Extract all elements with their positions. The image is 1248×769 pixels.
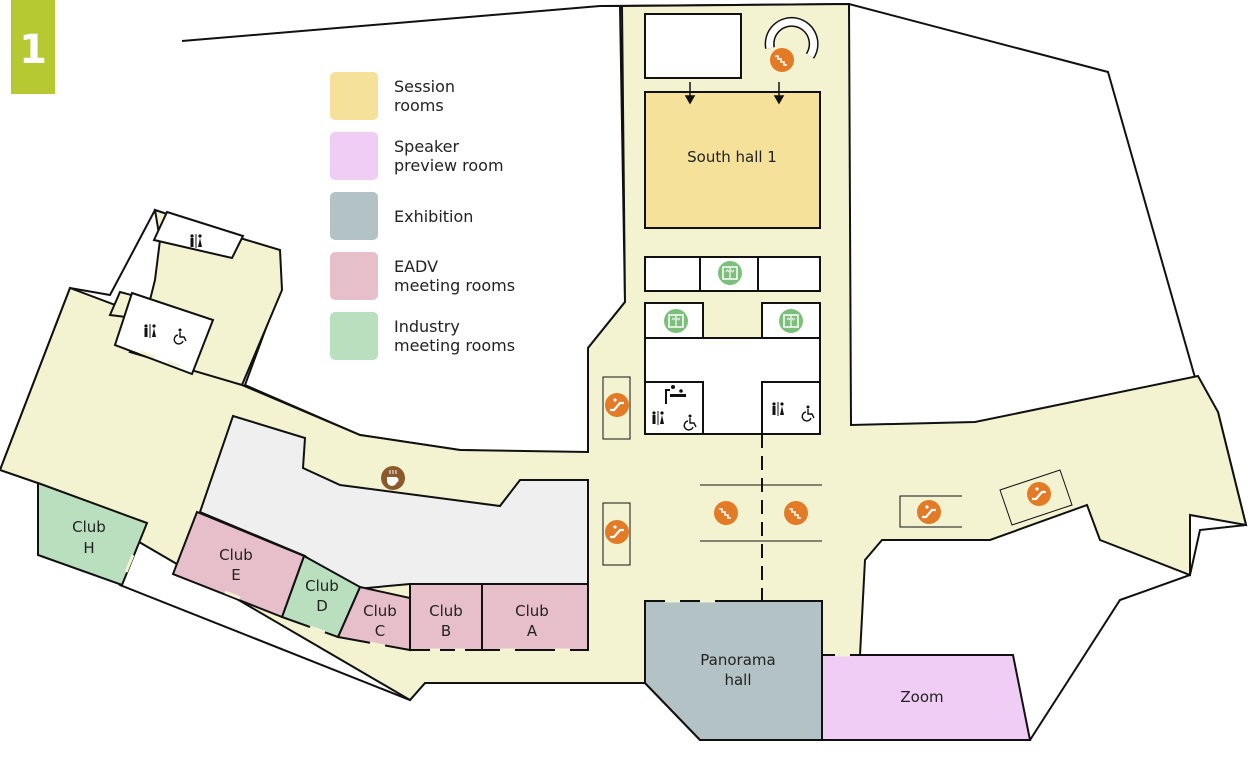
coffee-icon [381,466,405,490]
door-gaps [124,350,850,657]
restroom-block-upper [152,210,245,260]
legend-item-eadv: EADV meeting rooms [330,252,515,300]
club-e-label-2: E [231,566,240,584]
legend-item-speaker-preview: Speaker preview room [330,132,504,180]
elevator-icon [778,308,804,334]
svg-text:Exhibition: Exhibition [394,207,473,226]
legend-item-session: Session rooms [330,72,455,120]
club-e-label-1: Club [219,546,253,564]
club-c-label-1: Club [363,602,397,620]
elevator-icon [717,260,743,286]
level-badge: 1 [11,0,55,94]
club-c-label-2: C [375,622,385,640]
escalator-icon [603,391,631,419]
escalator-icon [603,518,631,546]
svg-text:rooms: rooms [394,96,444,115]
baby-change-icon [665,385,686,404]
restroom-center-left [644,381,704,435]
restroom-block-lower [113,291,215,376]
restroom-icon [771,401,785,417]
svg-text:Speaker: Speaker [394,137,460,156]
legend-swatch-industry [330,312,378,360]
zoom-room-label: Zoom [900,688,943,706]
club-b-label-2: B [441,622,451,640]
zoom-room[interactable] [821,654,1032,741]
club-h[interactable] [37,481,149,587]
svg-text:Session: Session [394,77,455,96]
legend-item-exhibition: Exhibition [330,192,473,240]
svg-text:preview room: preview room [394,156,504,175]
club-a-label-2: A [527,622,538,640]
club-b-label-1: Club [429,602,463,620]
legend-swatch-speaker [330,132,378,180]
escalator-icon [1025,480,1053,508]
club-h-label-1: Club [72,518,106,536]
south-hall-1-label: South hall 1 [687,148,777,166]
escalator-box-2 [602,502,631,566]
panorama-hall-label-2: hall [724,671,751,689]
stairs-icon [769,47,795,73]
elevator-icon [663,308,689,334]
svg-text:meeting rooms: meeting rooms [394,276,515,295]
club-h-label-2: H [83,539,94,557]
svg-text:meeting rooms: meeting rooms [394,336,515,355]
stairs-icon [713,500,739,526]
club-a-label-1: Club [515,602,549,620]
restroom-center-right [761,381,821,435]
restroom-icon [189,233,203,249]
svg-text:EADV: EADV [394,257,438,276]
club-e[interactable] [171,510,306,619]
stairs-icon [783,500,809,526]
svg-text:Industry: Industry [394,317,460,336]
club-d-label-1: Club [305,577,339,595]
legend-swatch-eadv [330,252,378,300]
escalator-box-1 [602,376,631,440]
legend-swatch-exhibition [330,192,378,240]
panorama-hall-label-1: Panorama [700,651,775,669]
panorama-hall[interactable] [644,600,823,741]
legend: Session rooms Speaker preview room Exhib… [330,72,515,360]
escalator-icon [915,498,943,526]
entrance-arrows [684,82,785,105]
room-top-small [644,13,742,79]
restroom-icon [143,323,157,339]
south-hall-1[interactable] [644,91,821,229]
legend-item-industry: Industry meeting rooms [330,312,515,360]
restroom-icon [651,410,665,426]
legend-swatch-session [330,72,378,120]
club-d-label-2: D [316,597,328,615]
